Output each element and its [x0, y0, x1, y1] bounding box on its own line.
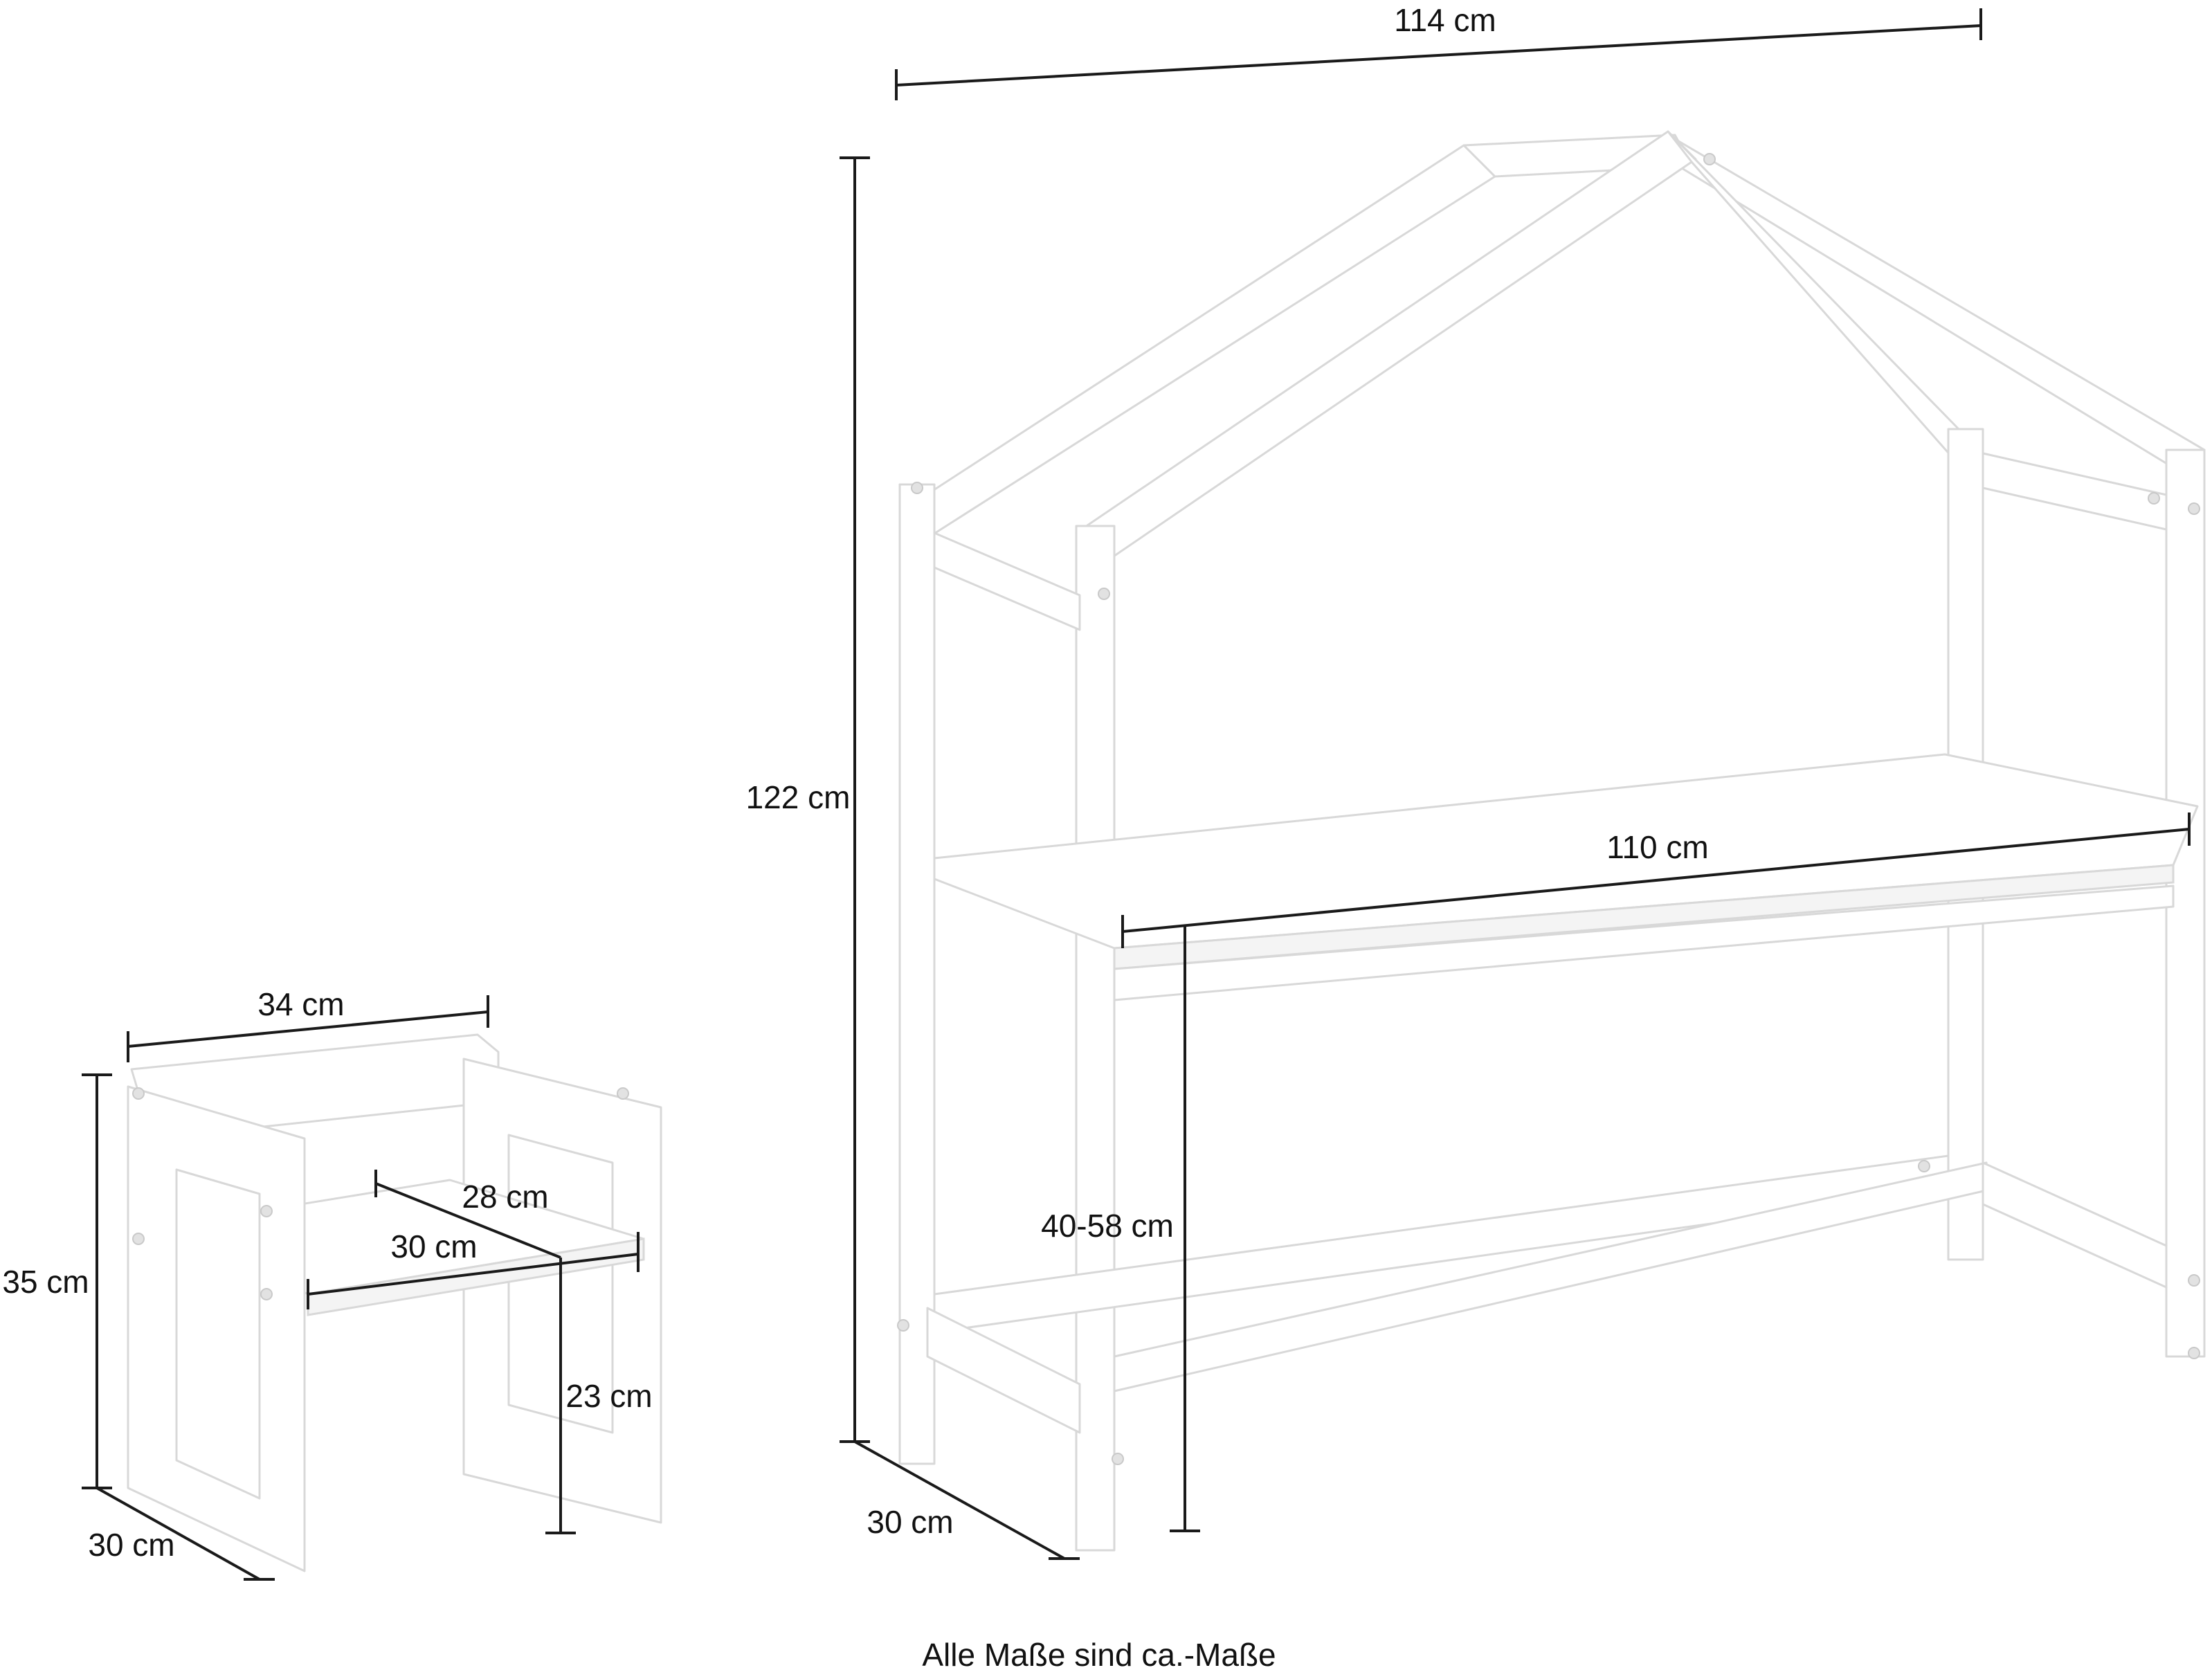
chair-depth-label: 30 cm [88, 1527, 174, 1563]
tabletop-width-dimension-line [1122, 828, 2190, 933]
chair-width-label: 34 cm [257, 986, 344, 1022]
chair-height-label: 35 cm [2, 1264, 89, 1300]
tabletop-width-label: 110 cm [1606, 829, 1708, 865]
desk-dimensions: 114 cm 122 cm 110 cm 40-58 cm 30 cm [746, 2, 2191, 1560]
seat-height-label: 23 cm [565, 1378, 652, 1414]
desk-depth-label: 30 cm [867, 1504, 953, 1540]
seat-width-dimension-line [307, 1253, 639, 1296]
chair-depth-dimension-line [96, 1487, 260, 1581]
chair-width-dimension-line [127, 1010, 489, 1048]
chair-illustration [127, 1033, 662, 1572]
desk-depth-dimension-line [854, 1440, 1065, 1560]
measurement-note: Alle Maße sind ca.-Maße [922, 1637, 1276, 1673]
desk-height-label: 122 cm [746, 779, 851, 815]
house-desk-illustration [897, 130, 2206, 1552]
seat-depth-dimension-line [375, 1182, 561, 1259]
chair-dimensions: 34 cm 35 cm 28 cm 30 cm 23 cm 30 cm [2, 986, 653, 1581]
seat-width-label: 30 cm [390, 1228, 477, 1264]
seat-depth-label: 28 cm [462, 1179, 548, 1215]
desk-width-dimension-line [896, 24, 1982, 87]
desk-width-label: 114 cm [1394, 2, 1496, 38]
table-height-label: 40-58 cm [1041, 1208, 1174, 1244]
